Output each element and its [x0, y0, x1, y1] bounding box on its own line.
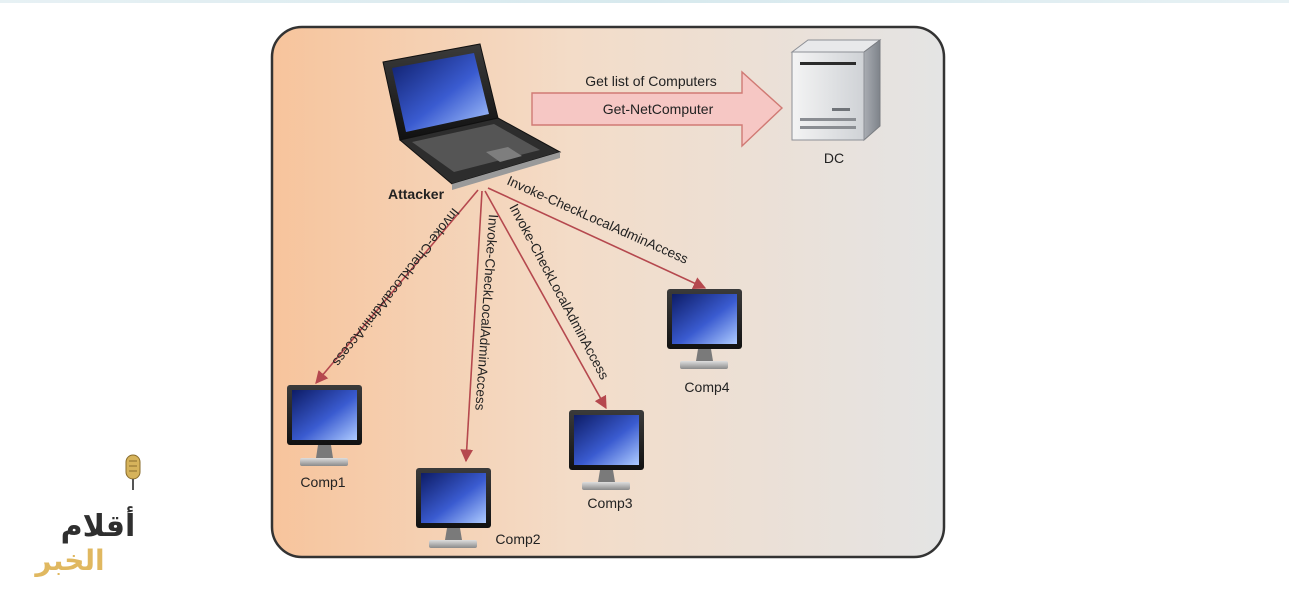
dc-arrow-top-label: Get list of Computers: [585, 73, 717, 89]
dc-arrow-inner-label: Get-NetComputer: [603, 101, 714, 117]
dc-label: DC: [824, 150, 844, 166]
top-accent-line: [0, 0, 1289, 3]
watermark-line2: الخبر: [33, 544, 104, 577]
watermark-line1: أقلام: [61, 506, 136, 544]
comp2-label: Comp2: [495, 531, 540, 547]
dc-arrow: Get list of Computers Get-NetComputer: [531, 70, 784, 148]
edge-attacker-comp1: [315, 189, 479, 384]
comp1-monitor-icon: [287, 385, 362, 466]
comp2-monitor-icon: [416, 468, 491, 548]
edge-attacker-comp3: [484, 190, 607, 410]
watermark-logo: أقلام الخبر: [33, 454, 141, 577]
comp3-monitor-icon: [569, 410, 644, 490]
edge-attacker-comp2: [460, 190, 483, 463]
comp4-label: Comp4: [684, 379, 729, 395]
attacker-label: Attacker: [388, 186, 445, 202]
microphone-icon: [125, 454, 141, 490]
edges: [315, 187, 707, 463]
comp4-monitor-icon: [667, 289, 742, 369]
attacker-laptop-icon: [382, 43, 562, 190]
edge-attacker-comp4: [487, 187, 707, 289]
dc-server-icon: [790, 39, 882, 142]
dc-arrow-shape: [531, 70, 784, 148]
comp1-label: Comp1: [300, 474, 345, 490]
comp3-label: Comp3: [587, 495, 632, 511]
